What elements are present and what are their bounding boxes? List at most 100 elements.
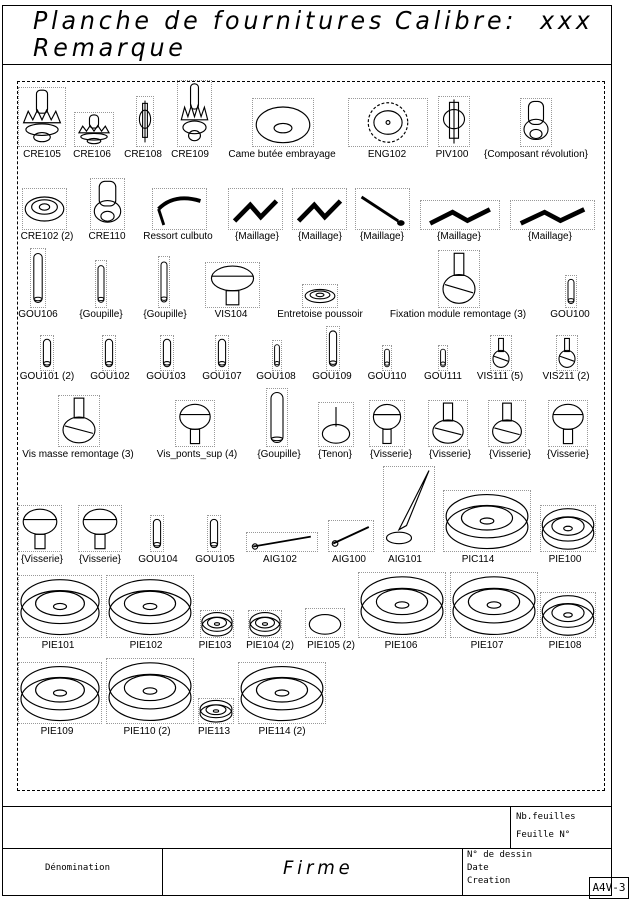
jewel-cap-part-drawing[interactable] [305, 608, 345, 638]
gear-pinion-part-drawing[interactable] [74, 112, 114, 147]
arbor-part-drawing[interactable] [438, 96, 470, 147]
part-label: {Maillage} [298, 231, 342, 242]
jewel-part-drawing[interactable] [450, 572, 538, 638]
spring-part-drawing[interactable] [152, 188, 207, 230]
jewel-part-drawing[interactable] [443, 490, 531, 552]
part-label: {Visserie} [20, 554, 64, 565]
jewel-part-drawing[interactable] [200, 610, 234, 638]
gear-pinion-part-drawing[interactable] [18, 87, 66, 147]
denomination-label: Dénomination [45, 863, 111, 873]
pin-part-drawing[interactable] [102, 335, 116, 371]
screw-up-part-drawing[interactable] [438, 250, 480, 308]
part-label: GOU110 [367, 371, 407, 382]
pin-part-drawing[interactable] [382, 345, 392, 371]
part-label: GOU103 [146, 371, 186, 382]
part-label: GOU100 [550, 309, 590, 320]
lever-part-drawing[interactable] [292, 188, 347, 230]
spring-arm-part-drawing[interactable] [355, 188, 410, 230]
pin-part-drawing[interactable] [30, 248, 46, 308]
jewel-icon [452, 576, 536, 636]
jewel-part-drawing[interactable] [540, 505, 596, 552]
lever-part-drawing[interactable] [228, 188, 283, 230]
pin-icon [97, 265, 105, 303]
revolution-icon [523, 100, 549, 141]
pin-part-drawing[interactable] [326, 326, 340, 371]
pin-part-drawing[interactable] [272, 340, 282, 371]
part-label: GOU108 [256, 371, 296, 382]
part-label: {Goupille} [79, 309, 123, 320]
revolution-part-drawing[interactable] [90, 178, 125, 230]
jewel-part-drawing[interactable] [106, 658, 194, 724]
screw-up-part-drawing[interactable] [490, 335, 512, 371]
screw-up-part-drawing[interactable] [556, 335, 578, 371]
screw-part-drawing[interactable] [18, 505, 62, 552]
part-label: PIE113 [197, 726, 231, 737]
pin-icon [328, 330, 338, 367]
jewel-part-drawing[interactable] [248, 610, 282, 638]
pin-part-drawing[interactable] [158, 256, 170, 308]
lever-part-drawing[interactable] [420, 200, 500, 230]
screw-part-drawing[interactable] [369, 400, 405, 447]
screw-part-drawing[interactable] [78, 505, 122, 552]
part-label: PIE108 [548, 640, 582, 651]
disc-part-drawing[interactable] [22, 188, 67, 230]
pin-icon [384, 348, 390, 368]
hand-part-drawing[interactable] [246, 532, 318, 552]
part-label: PIE104 (2) [246, 640, 294, 651]
drawing-number-label: N° de dessin [467, 850, 533, 860]
jewel-part-drawing[interactable] [238, 662, 326, 724]
hand-long-part-drawing[interactable] [383, 466, 435, 552]
jewel-part-drawing[interactable] [18, 575, 102, 638]
pin-part-drawing[interactable] [266, 388, 288, 447]
lever-part-drawing[interactable] [510, 200, 595, 230]
cam-icon [255, 106, 311, 144]
lever-icon [429, 207, 491, 226]
screw-up-icon [492, 402, 522, 444]
remark-label: Remarque [33, 33, 187, 62]
jewel-part-drawing[interactable] [18, 662, 102, 724]
jewel-part-drawing[interactable] [106, 575, 194, 638]
screw-icon [22, 508, 58, 550]
screw-up-part-drawing[interactable] [488, 400, 526, 447]
title-block-divider [510, 806, 511, 848]
part-label: CRE102 (2) [20, 231, 74, 242]
hand-part-drawing[interactable] [328, 520, 374, 552]
jewel-icon [240, 666, 324, 722]
cam-part-drawing[interactable] [252, 98, 314, 147]
gear-pinion-icon [77, 114, 111, 145]
feuille-no-label: Feuille N° [516, 830, 571, 840]
gear-pinion-part-drawing[interactable] [177, 80, 212, 147]
date-label: Date [467, 863, 489, 873]
ring-part-drawing[interactable] [302, 284, 338, 308]
screw-part-drawing[interactable] [175, 400, 215, 447]
pin-part-drawing[interactable] [565, 275, 577, 308]
pin-icon [33, 252, 43, 304]
tenon-part-drawing[interactable] [318, 402, 354, 447]
jewel-part-drawing[interactable] [540, 592, 596, 638]
revolution-part-drawing[interactable] [520, 98, 552, 147]
pin-part-drawing[interactable] [207, 515, 221, 552]
pin-part-drawing[interactable] [95, 260, 107, 308]
gear-pinion-icon [180, 83, 209, 142]
screw-up-part-drawing[interactable] [58, 395, 100, 447]
pin-part-drawing[interactable] [215, 335, 229, 371]
pin-part-drawing[interactable] [160, 335, 174, 371]
pin-part-drawing[interactable] [438, 345, 448, 371]
screw-up-icon [492, 337, 510, 368]
part-label: CRE109 [171, 149, 209, 160]
jewel-icon [445, 494, 529, 550]
gear-pinion-icon [22, 89, 62, 143]
pin-part-drawing[interactable] [150, 515, 164, 552]
jewel-part-drawing[interactable] [358, 572, 446, 638]
jewel-part-drawing[interactable] [198, 698, 234, 724]
screw-part-drawing[interactable] [205, 262, 260, 308]
part-label: {Visserie} [369, 449, 413, 460]
arbor-icon [138, 100, 152, 143]
escape-wheel-part-drawing[interactable] [348, 98, 428, 147]
pin-part-drawing[interactable] [40, 335, 54, 371]
screw-up-part-drawing[interactable] [428, 400, 468, 447]
spring-icon [157, 196, 202, 226]
screw-part-drawing[interactable] [548, 400, 588, 447]
jewel-icon [541, 508, 595, 550]
arbor-part-drawing[interactable] [136, 96, 154, 147]
